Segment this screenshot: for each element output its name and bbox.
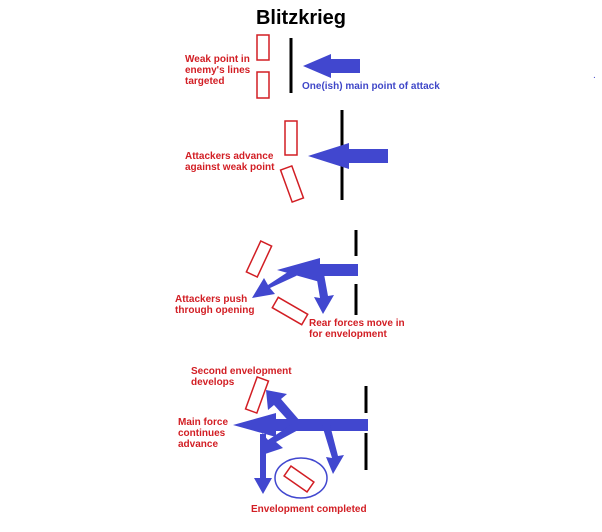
enemy-unit-3b (271, 296, 309, 326)
attack-arrow-2 (308, 143, 388, 169)
label-rear-forces: Rear forces move in for envelopment (309, 318, 405, 340)
label-second-envelopment: Second envelopment develops (191, 366, 292, 388)
enemy-unit-2a (284, 120, 298, 156)
attack-arrow-4-lower (262, 423, 300, 455)
attack-arrow-3-push (252, 268, 302, 298)
label-envelopment-completed: Envelopment completed (251, 504, 367, 515)
enemy-unit-4b (283, 465, 315, 493)
enemy-unit-1a (256, 34, 270, 61)
enemy-unit-3a (245, 240, 273, 278)
attack-arrow-4-down-left (254, 434, 272, 494)
enemy-unit-4a (244, 376, 270, 414)
label-attackers-push: Attackers push through opening (175, 294, 255, 316)
label-main-force: Main force continues advance (178, 417, 229, 450)
attack-arrow-3-rear (314, 274, 334, 314)
enemy-unit-1b (256, 71, 270, 99)
attack-arrow-4-main (233, 413, 368, 437)
label-weak-point: Weak point in enemy's lines targeted (185, 54, 251, 87)
attack-arrow-1 (303, 54, 360, 78)
stray-mark: . (593, 70, 596, 81)
attack-arrow-4-right-branch (322, 425, 344, 474)
enemy-unit-2b (279, 165, 305, 203)
label-attackers-advance: Attackers advance against weak point (185, 151, 275, 173)
attack-arrow-3-main (277, 258, 358, 282)
envelopment-ring (274, 457, 328, 499)
attack-arrow-4-upper (266, 390, 300, 427)
label-main-attack: One(ish) main point of attack (302, 81, 440, 92)
page-title: Blitzkrieg (255, 7, 347, 29)
